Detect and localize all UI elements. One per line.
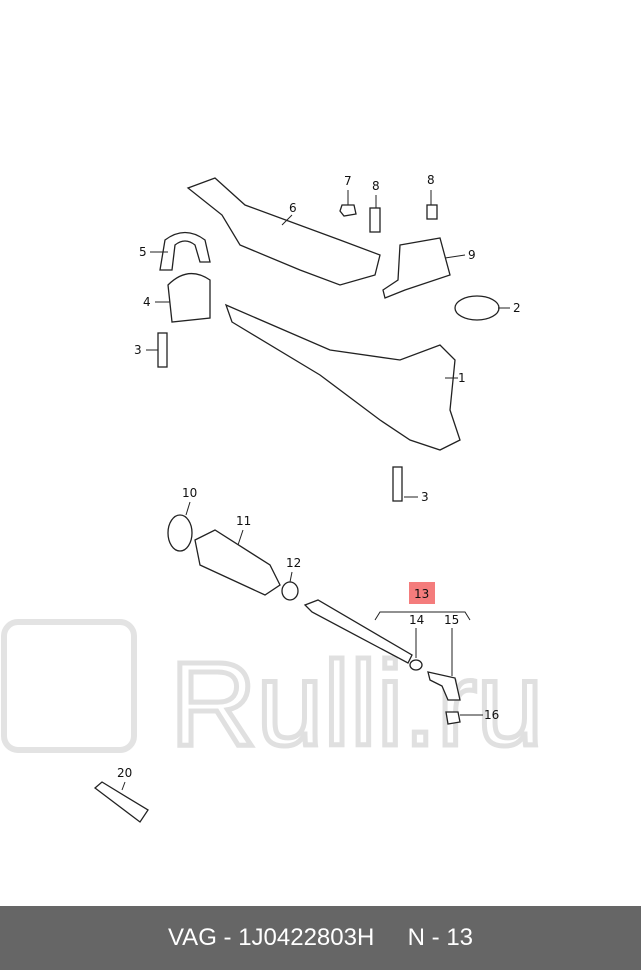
callout-13: 13 xyxy=(414,587,429,601)
part-3-bolt-2 xyxy=(392,466,403,502)
callout-13-highlight xyxy=(409,582,435,604)
callout-11: 11 xyxy=(236,514,251,528)
callout-4: 4 xyxy=(143,295,151,309)
position-label: N xyxy=(407,924,425,951)
part-8-bolt-2 xyxy=(426,204,438,220)
callout-10: 10 xyxy=(182,486,197,500)
part-4-bushing xyxy=(167,273,211,323)
callout-1: 1 xyxy=(458,371,466,385)
callout-3: 3 xyxy=(134,343,142,357)
part-8-bolt xyxy=(369,207,381,233)
callout-7: 7 xyxy=(344,174,352,188)
callout-2: 2 xyxy=(513,301,521,315)
callout-20: 20 xyxy=(117,766,132,780)
part-11-boot xyxy=(194,529,281,596)
watermark-logo-icon xyxy=(1,619,137,753)
callout-3-lower: 3 xyxy=(421,490,429,504)
part-number: 1J0422803H xyxy=(238,924,375,951)
part-info-bar: VAG - 1J0422803H N - 13 xyxy=(0,906,641,970)
callout-12: 12 xyxy=(286,556,301,570)
watermark: Rulli.ru xyxy=(1,619,546,774)
callout-14: 14 xyxy=(409,613,424,627)
part-6-crossmember xyxy=(186,177,381,286)
part-5-clamp xyxy=(159,231,211,271)
callout-9: 9 xyxy=(468,248,476,262)
callout-5: 5 xyxy=(139,245,147,259)
part-14-nut xyxy=(409,659,423,671)
watermark-text: Rulli.ru xyxy=(170,637,543,771)
part-2-mount xyxy=(454,295,500,321)
part-1-steering-rack xyxy=(224,303,461,451)
part-10-clamp xyxy=(167,514,193,552)
callout-16: 16 xyxy=(484,708,499,722)
part-12-ring xyxy=(281,581,299,601)
callout-6: 6 xyxy=(289,201,297,215)
part-3-bolt xyxy=(157,332,168,368)
tie-rod xyxy=(303,599,413,664)
part-9-bracket xyxy=(382,237,451,299)
position-number: 13 xyxy=(446,924,474,951)
brand: VAG xyxy=(167,924,217,951)
part-15-tie-rod-end xyxy=(427,671,461,701)
parts-diagram: Rulli.ru 1 2 3 3 4 5 6 xyxy=(1,173,546,823)
part-20-grease-tube xyxy=(93,781,149,823)
callout-15: 15 xyxy=(444,613,459,627)
leader-lines xyxy=(121,190,510,791)
callout-8: 8 xyxy=(372,179,380,193)
part-16-nut xyxy=(445,711,461,725)
callout-8-right: 8 xyxy=(427,173,435,187)
part-7-nut xyxy=(339,204,357,217)
